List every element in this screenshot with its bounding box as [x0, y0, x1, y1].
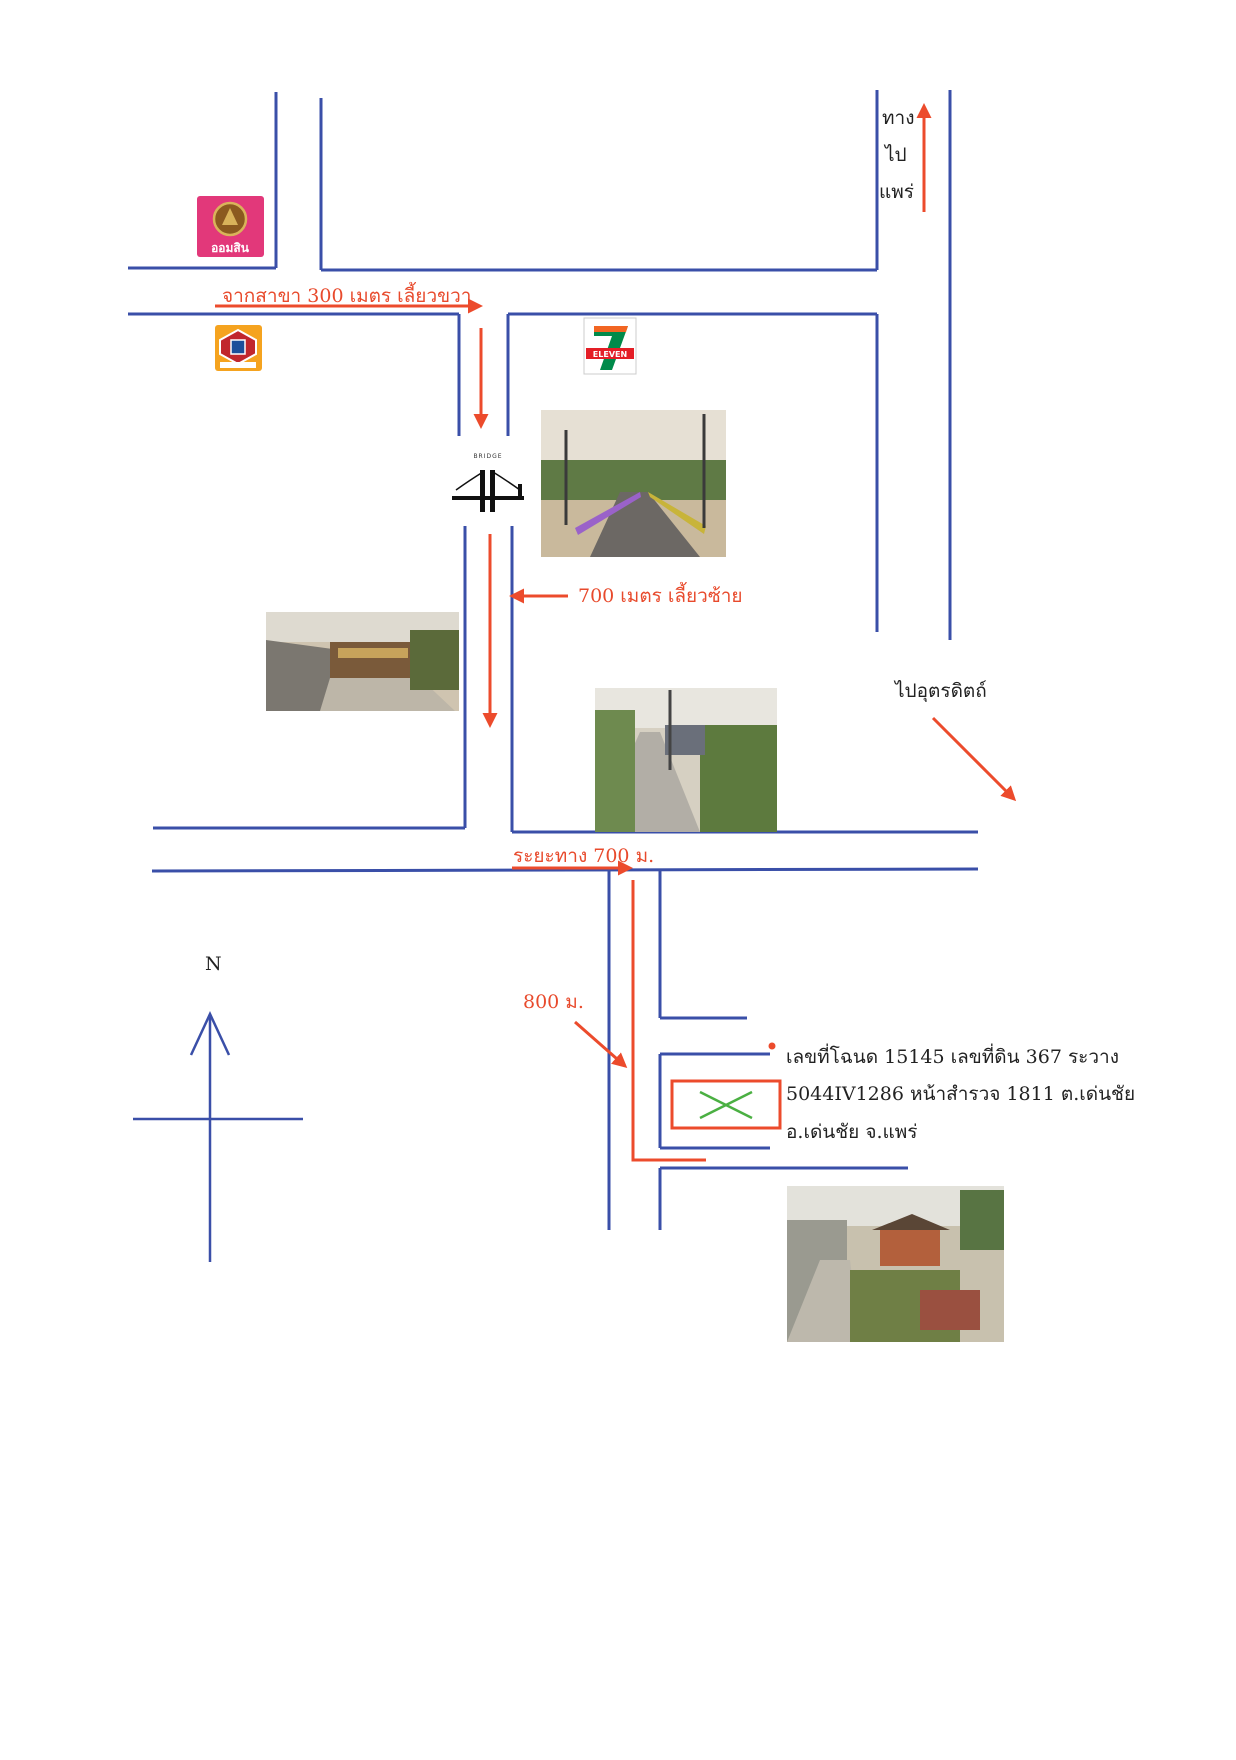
bridge-icon: BRIDGE	[452, 453, 524, 512]
route-arrow-to-uttaradit	[931, 716, 1017, 802]
seven-eleven-logo-icon: ELEVEN	[583, 317, 637, 375]
seven-eleven-logo-text: ELEVEN	[593, 350, 627, 359]
compass-north-label: N	[205, 953, 222, 975]
property-plot-marker	[670, 1079, 782, 1130]
photo-property-house	[787, 1186, 1004, 1342]
label-to-phrae-3: แพร่	[879, 181, 914, 203]
road-network	[128, 90, 979, 1230]
label-turn-left: 700 เมตร เลี้ยวซ้าย	[578, 582, 743, 607]
property-line-1: เลขที่โฉนด 15145 เลขที่ดิน 367 ระวาง	[786, 1043, 1119, 1068]
gsb-logo-text: ออมสิน	[211, 241, 250, 255]
route-arrows	[215, 103, 1017, 1162]
gsb-bank-logo-icon: ออมสิน	[197, 196, 264, 257]
route-path-800m	[631, 880, 706, 1162]
bank-logo-icon	[215, 325, 262, 371]
bridge-caption: BRIDGE	[473, 453, 502, 460]
property-bullet	[768, 1042, 776, 1050]
photo-bridge-road	[541, 410, 726, 557]
compass: N	[133, 953, 303, 1262]
property-line-3: อ.เด่นชัย จ.แพร่	[786, 1121, 918, 1143]
label-distance-800: 800 ม.	[523, 991, 584, 1013]
label-distance-700: ระยะทาง 700 ม.	[513, 845, 654, 867]
north-arrow-icon	[189, 1011, 231, 1056]
road-segment	[151, 867, 979, 873]
route-arrow-800m	[574, 1020, 628, 1068]
label-from-branch: จากสาขา 300 เมตร เลี้ยวขวา	[222, 282, 471, 307]
property-line-2: 5044IV1286 หน้าสำรวจ 1811 ต.เด่นชัย	[786, 1083, 1135, 1105]
photo-village-road	[595, 688, 777, 832]
photo-school-entrance	[266, 612, 459, 711]
label-to-uttaradit: ไปอุตรดิตถ์	[893, 680, 987, 703]
label-to-phrae-2: ไป	[883, 144, 907, 166]
label-to-phrae-1: ทาง	[882, 107, 914, 129]
